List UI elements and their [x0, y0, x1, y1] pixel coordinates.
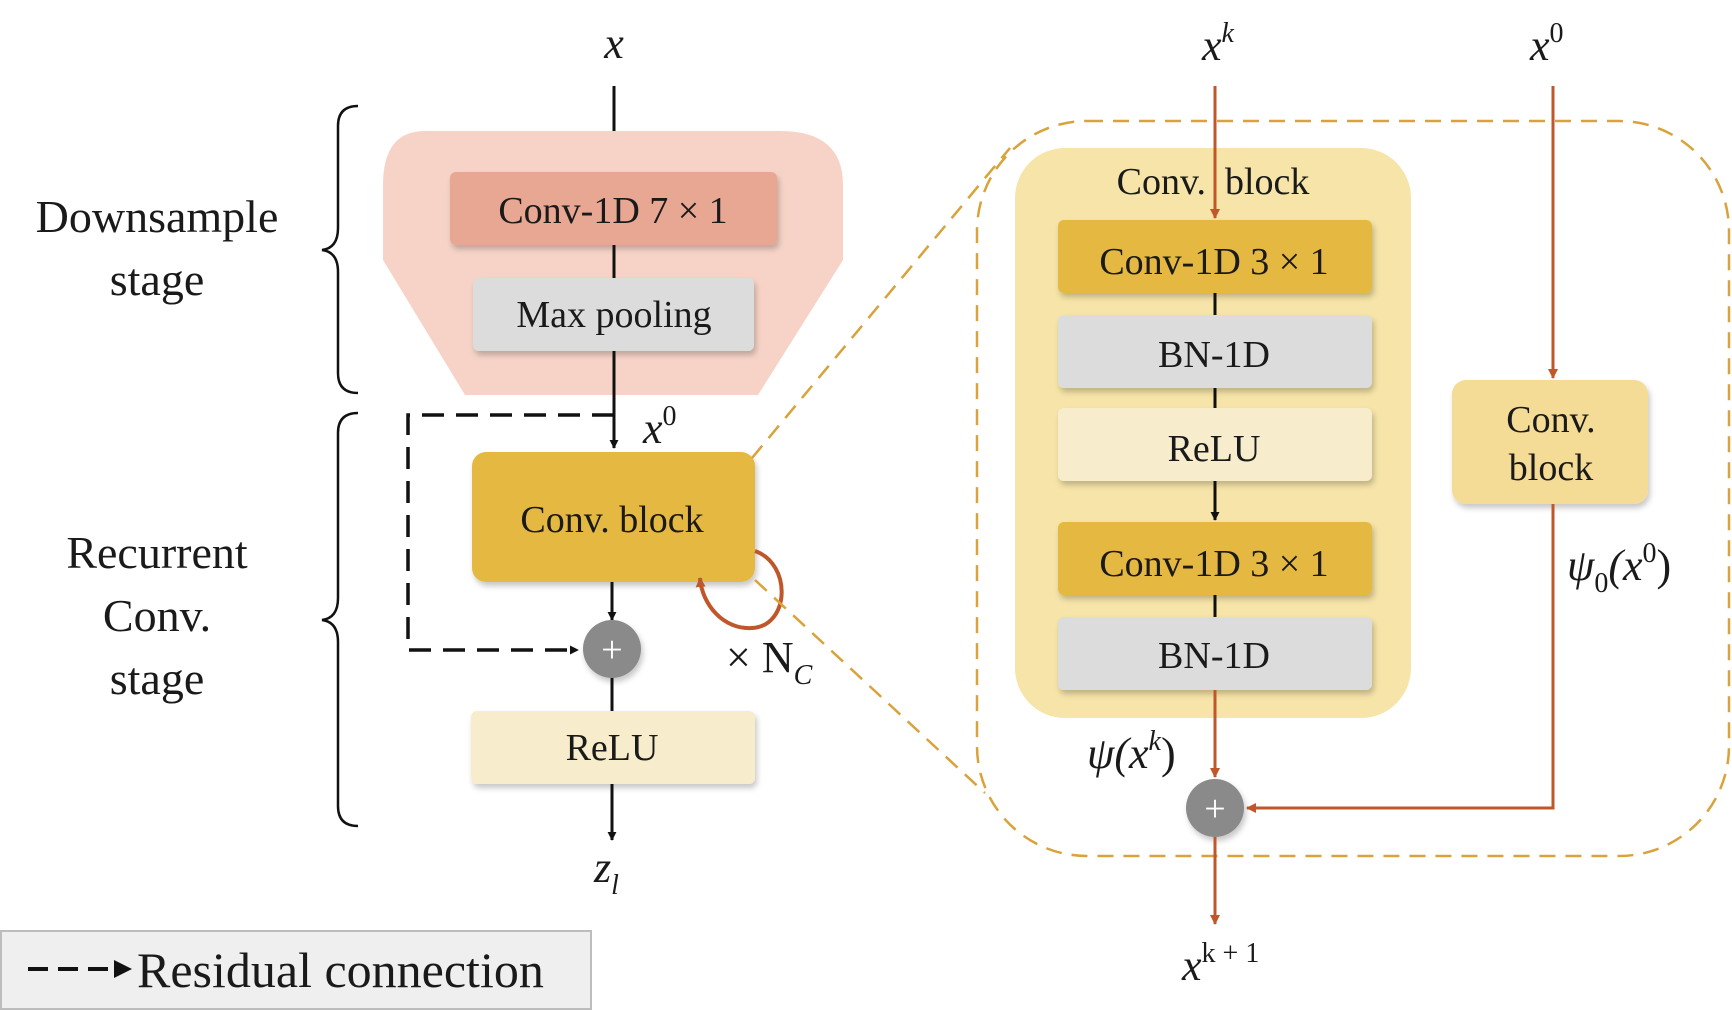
- conv-block-left-box: [472, 452, 755, 582]
- legend-dashed-arrow-icon: [28, 960, 132, 978]
- relu-left-box: [471, 711, 755, 784]
- maxpool-box: [473, 278, 754, 351]
- side-conv-block-line2: block: [1509, 447, 1593, 489]
- relu-left-label: ReLU: [566, 727, 659, 769]
- plus-circle-right: [1186, 779, 1244, 837]
- output-xk1-label: xk + 1: [1181, 938, 1259, 990]
- residual-dashed-path: [406, 413, 614, 655]
- xk-top-label: xk: [1201, 18, 1235, 70]
- legend-label: Residual connection: [137, 942, 544, 998]
- psi-xk-label: ψ(xk): [1087, 726, 1176, 778]
- plus-left-label: +: [601, 629, 622, 671]
- input-x-label: x: [603, 19, 624, 68]
- conv3-a-label: Conv-1D 3 × 1: [1099, 241, 1328, 283]
- relu-inner-label: ReLU: [1168, 428, 1261, 470]
- x0-left-label: x0: [642, 401, 677, 453]
- conv7-label: Conv-1D 7 × 1: [498, 190, 727, 232]
- detail-conv-block-title: Conv. block: [1117, 161, 1310, 203]
- zoom-line-bottom: [754, 579, 986, 794]
- conv3-b-box: [1058, 522, 1372, 595]
- conv-block-left-label: Conv. block: [520, 499, 703, 541]
- downsample-label-line2: stage: [110, 254, 205, 305]
- conv3-a-box: [1058, 220, 1372, 293]
- downsample-label-line1: Downsample: [36, 191, 279, 242]
- side-conv-block-box: [1452, 380, 1648, 504]
- times-nc-label: × NC: [726, 633, 813, 691]
- bn-a-box: [1058, 315, 1372, 388]
- side-to-plus-right: [1246, 504, 1555, 813]
- conv7-box: [450, 172, 777, 245]
- relu-inner-box: [1058, 408, 1372, 481]
- psi0-label: ψ0(x0): [1567, 538, 1671, 599]
- plus-circle-left: [583, 620, 641, 678]
- bn-b-box: [1058, 617, 1372, 690]
- x0-top-label: x0: [1529, 18, 1564, 70]
- zoom-line-top: [751, 147, 1011, 459]
- plus-right-label: +: [1204, 788, 1225, 830]
- maxpool-label: Max pooling: [516, 294, 711, 336]
- conv3-b-label: Conv-1D 3 × 1: [1099, 543, 1328, 585]
- downsample-brace: [321, 104, 359, 395]
- bn-b-label: BN-1D: [1158, 635, 1270, 677]
- recurrent-brace: [321, 411, 359, 828]
- recurrent-label-line2: Conv.: [103, 590, 211, 641]
- legend: Residual connection: [0, 930, 592, 1010]
- side-conv-block-line1: Conv.: [1506, 399, 1595, 441]
- bn-a-label: BN-1D: [1158, 334, 1270, 376]
- recurrent-loop-arrow: [695, 549, 784, 631]
- detail-dashed-outline: [975, 119, 1731, 858]
- recurrent-label-line1: Recurrent: [66, 527, 248, 578]
- output-z-label: zl: [593, 843, 619, 901]
- recurrent-label-line3: stage: [110, 653, 205, 704]
